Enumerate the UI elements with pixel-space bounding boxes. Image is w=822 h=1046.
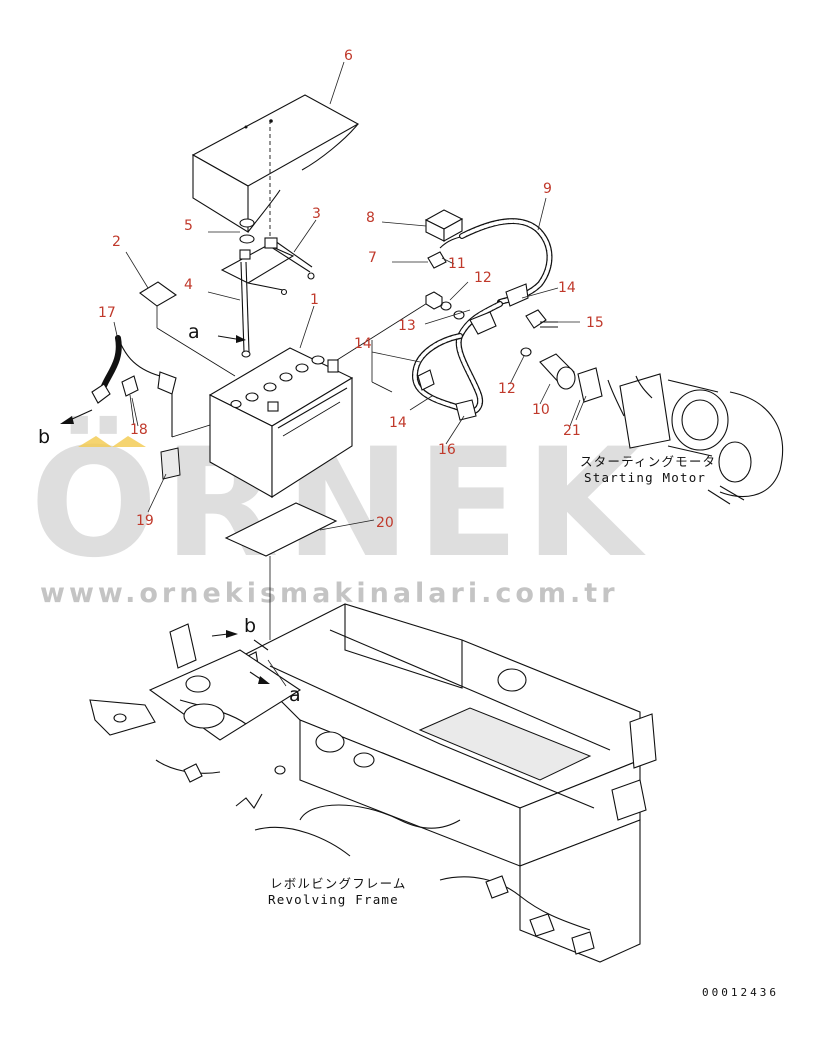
cable-14 bbox=[371, 301, 532, 421]
view-letter-b-frame: b bbox=[244, 615, 256, 637]
callout-4: 4 bbox=[184, 277, 193, 293]
callout-12-bottom: 12 bbox=[498, 381, 516, 397]
callout-19: 19 bbox=[136, 513, 154, 529]
callout-1: 1 bbox=[310, 292, 319, 308]
watermark-dot-right bbox=[112, 436, 146, 447]
battery-cover bbox=[191, 94, 360, 236]
starting-motor-label-en: Starting Motor bbox=[584, 470, 706, 485]
revolving-frame-label-jp: レボルビングフレーム bbox=[270, 876, 407, 891]
callout-12-top: 12 bbox=[474, 270, 492, 286]
callout-3: 3 bbox=[312, 206, 321, 222]
ground-cable bbox=[91, 335, 211, 438]
view-letter-a-frame: a bbox=[289, 684, 301, 706]
nuts bbox=[208, 218, 255, 244]
nut-12 bbox=[424, 291, 471, 325]
callout-6: 6 bbox=[344, 48, 353, 64]
document-number: 00012436 bbox=[702, 986, 779, 999]
pad-small bbox=[139, 281, 236, 377]
callout-9: 9 bbox=[543, 181, 552, 197]
view-letters: a b b a bbox=[38, 321, 301, 706]
callout-8: 8 bbox=[366, 210, 375, 226]
callout-16: 16 bbox=[438, 442, 456, 458]
revolving-frame bbox=[89, 603, 657, 963]
callout-14-mid: 14 bbox=[354, 336, 372, 352]
callout-21: 21 bbox=[563, 423, 581, 439]
callout-11: 11 bbox=[448, 256, 466, 272]
bolt-15 bbox=[525, 309, 580, 329]
cable-9 bbox=[459, 218, 553, 307]
callout-13: 13 bbox=[398, 318, 416, 334]
starting-motor bbox=[575, 367, 784, 505]
view-letter-a-top: a bbox=[188, 321, 200, 343]
starting-motor-label-jp: スターティングモータ bbox=[580, 454, 716, 469]
watermark-dot-left bbox=[78, 436, 112, 447]
view-letter-b-left: b bbox=[38, 426, 50, 448]
callout-18: 18 bbox=[130, 422, 148, 438]
callout-7: 7 bbox=[368, 250, 377, 266]
labels: スターティングモータ Starting Motor レボルビングフレーム Rev… bbox=[268, 454, 779, 999]
callouts: 6 3 5 2 4 1 17 18 19 20 8 7 11 9 12 14 1… bbox=[98, 48, 604, 531]
label-plate bbox=[160, 447, 181, 480]
boot-10 bbox=[539, 353, 576, 390]
leader-lines bbox=[113, 61, 581, 531]
callout-20: 20 bbox=[376, 515, 394, 531]
view-arrow-a bbox=[217, 335, 246, 343]
callout-17: 17 bbox=[98, 305, 116, 321]
callout-2: 2 bbox=[112, 234, 121, 250]
revolving-frame-label-en: Revolving Frame bbox=[268, 892, 399, 907]
battery-mat bbox=[224, 502, 338, 640]
callout-10: 10 bbox=[532, 402, 550, 418]
view-arrow-b bbox=[60, 409, 93, 424]
watermark-url: www.ornekismakinalari.com.tr bbox=[40, 578, 619, 609]
hold-down-rod bbox=[240, 261, 251, 358]
callout-14-right: 14 bbox=[558, 280, 576, 296]
battery bbox=[208, 294, 441, 499]
relay-8 bbox=[424, 209, 464, 242]
hold-down-bracket bbox=[220, 237, 315, 296]
callout-15: 15 bbox=[586, 315, 604, 331]
callout-5: 5 bbox=[184, 218, 193, 234]
callout-14-low: 14 bbox=[389, 415, 407, 431]
